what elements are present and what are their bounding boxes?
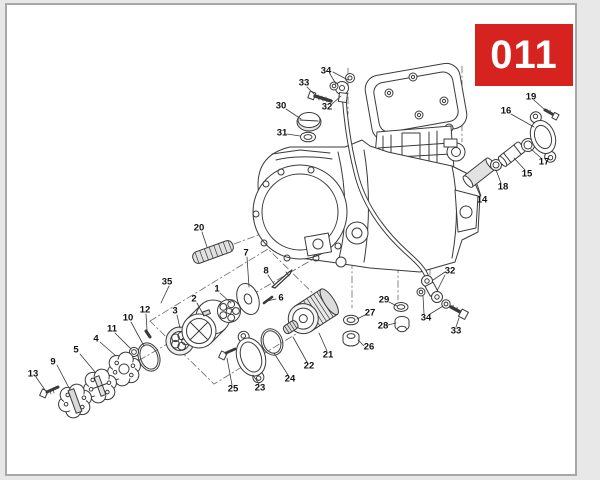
- leader-lines: [35, 71, 546, 391]
- o-ring-11: [128, 346, 140, 358]
- part-number-33: 33: [298, 77, 310, 89]
- bypass-spring-22: [282, 320, 299, 335]
- part-number-3: 3: [172, 305, 178, 317]
- part-number-16: 16: [500, 105, 512, 117]
- part-number-5: 5: [73, 344, 79, 356]
- part-number-8: 8: [263, 265, 269, 277]
- intake-manifold: [443, 138, 466, 162]
- part-number-13: 13: [27, 368, 39, 380]
- banjo-bolt-bottom: [449, 304, 469, 320]
- part-number-1: 1: [214, 283, 220, 295]
- part-number-35: 35: [161, 276, 173, 288]
- banjo-fitting-bottom: [421, 275, 443, 303]
- part-number-7: 7: [243, 247, 249, 259]
- part-number-33: 33: [450, 325, 462, 337]
- part-number-9: 9: [50, 356, 56, 368]
- o-ring-10: [137, 342, 161, 372]
- part-number-32: 32: [321, 101, 333, 113]
- oil-filter-boss: [345, 221, 369, 245]
- part-number-22: 22: [303, 360, 315, 372]
- drain-plug-26: [342, 330, 360, 347]
- drive-disc-7: [236, 283, 260, 315]
- o-ring-24: [260, 328, 284, 356]
- filter-cover-23: [235, 330, 267, 384]
- part-number-10: 10: [122, 312, 134, 324]
- cover-plate-16: [529, 111, 557, 163]
- part-number-27: 27: [364, 307, 376, 319]
- bolt-13: [39, 385, 60, 399]
- part-number-21: 21: [322, 349, 334, 361]
- part-number-29: 29: [378, 294, 390, 306]
- part-number-4: 4: [93, 333, 99, 345]
- oil-filter-21: [287, 288, 339, 335]
- banjo-washers-bottom: [416, 287, 451, 309]
- pump-cover-9: [58, 383, 92, 419]
- oil-hose: [341, 93, 430, 280]
- part-number-34: 34: [420, 312, 432, 324]
- bolt-25: [218, 347, 237, 361]
- inner-rotor-1: [217, 299, 241, 323]
- washer-27: [343, 314, 359, 326]
- part-number-20: 20: [193, 222, 205, 234]
- part-number-32: 32: [444, 265, 456, 277]
- part-number-11: 11: [106, 323, 118, 335]
- part-number-31: 31: [276, 127, 288, 139]
- part-number-12: 12: [139, 304, 151, 316]
- o-ring-17: [521, 138, 535, 152]
- part-number-28: 28: [377, 320, 389, 332]
- part-number-26: 26: [363, 341, 375, 353]
- part-number-24: 24: [284, 373, 296, 385]
- tube-15: [497, 141, 526, 167]
- spring-20: [192, 239, 234, 264]
- part-number-25: 25: [227, 383, 239, 395]
- oil-filler-cap: [296, 112, 322, 132]
- dowel-12: [144, 329, 152, 339]
- pump-plate-4: [107, 351, 141, 387]
- o-ring-18: [490, 159, 502, 171]
- part-number-23: 23: [254, 382, 266, 394]
- case-boss: [304, 232, 333, 257]
- part-number-2: 2: [191, 293, 197, 305]
- part-number-19: 19: [525, 91, 537, 103]
- part-number-18: 18: [497, 181, 509, 193]
- part-number-6: 6: [278, 292, 284, 304]
- washer-29: [393, 302, 409, 312]
- engine-crankcase: [252, 62, 481, 273]
- page-number-badge: 011: [475, 24, 573, 86]
- part-number-34: 34: [320, 65, 332, 77]
- part-number-30: 30: [275, 100, 287, 112]
- drive-pin-8: [271, 269, 293, 289]
- banjo-fitting-top: [335, 81, 349, 104]
- part-number-17: 17: [538, 156, 550, 168]
- engine-mount-bracket: [454, 189, 479, 233]
- part-number-14: 14: [476, 194, 488, 206]
- pin-6: [262, 295, 274, 305]
- part-number-15: 15: [521, 168, 533, 180]
- plug-28: [394, 315, 410, 333]
- screw-19: [543, 108, 560, 121]
- pump-plate-5: [83, 368, 117, 404]
- filler-cap-washer: [300, 131, 316, 143]
